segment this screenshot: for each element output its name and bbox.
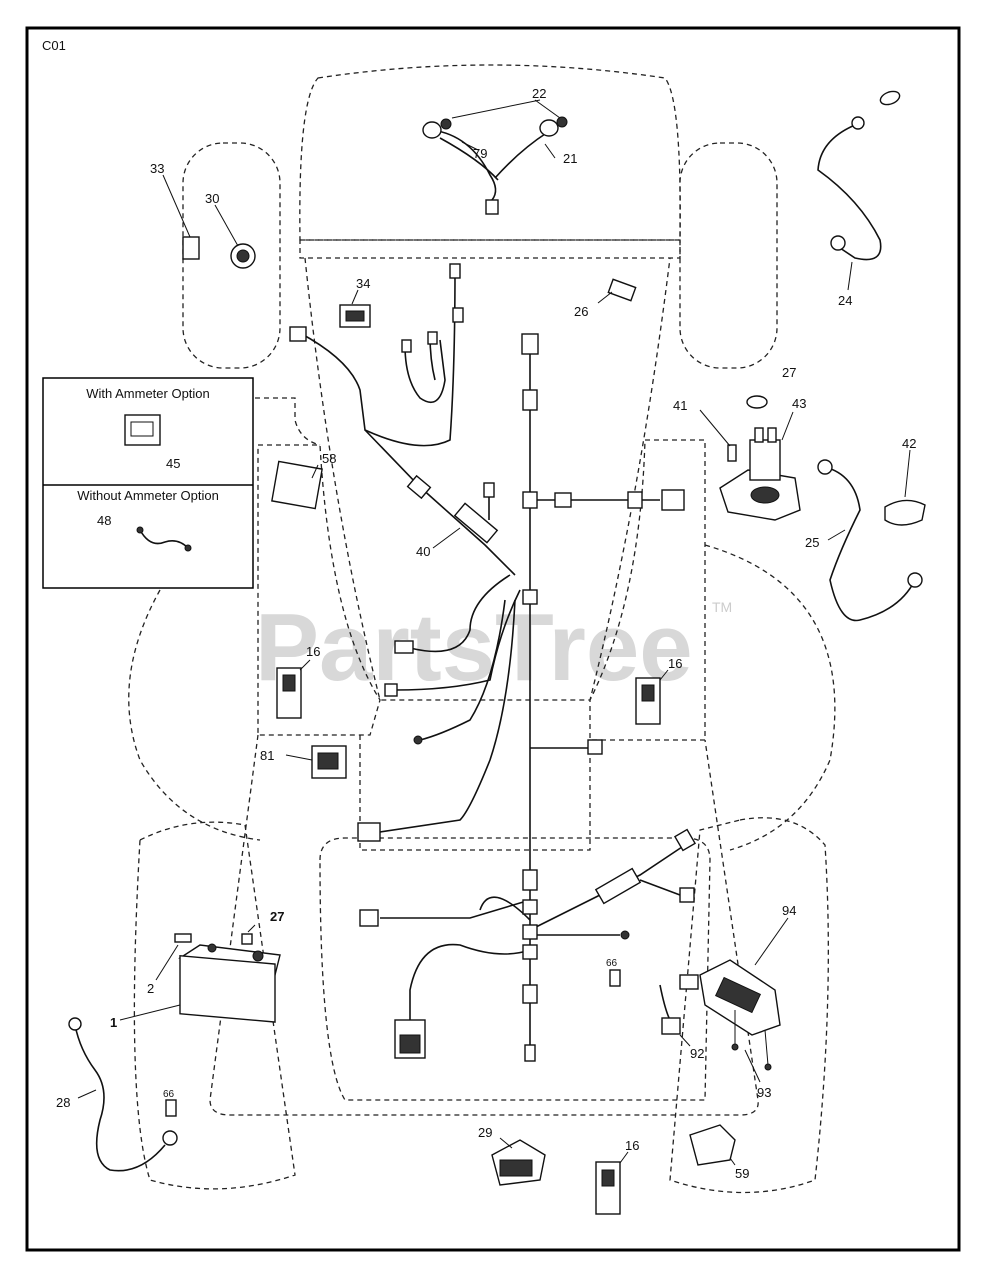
nut-icon [746, 395, 768, 409]
connector-icon [449, 263, 461, 279]
ammeter-icon [124, 414, 161, 446]
callout-29: 29 [478, 1125, 492, 1140]
callout-43: 43 [792, 396, 806, 411]
callout-26: 26 [574, 304, 588, 319]
safety-switches [276, 659, 669, 1215]
page-frame [25, 26, 961, 1252]
switch-16-left-icon [276, 667, 302, 719]
misc-parts [491, 1124, 736, 1186]
connector-92-icon [661, 1017, 681, 1035]
callout-40: 40 [416, 544, 430, 559]
headlight-harness [422, 99, 568, 215]
callout-28: 28 [56, 1095, 70, 1110]
callout-30: 30 [205, 191, 219, 206]
callout-1: 1 [110, 1015, 117, 1030]
callout-58: 58 [322, 451, 336, 466]
callout-92: 92 [690, 1046, 704, 1061]
bolt-icon [727, 444, 737, 462]
switch-parts [271, 278, 637, 510]
harness-connector-seat-icon [357, 822, 381, 842]
relay [285, 745, 347, 779]
callout-27-battery: 27 [270, 909, 284, 924]
with-ammeter-title: With Ammeter Option [86, 386, 210, 401]
callout-16-left: 16 [306, 644, 320, 659]
headlight-connector-icon [485, 199, 499, 215]
callout-25: 25 [805, 535, 819, 550]
callout-48: 48 [97, 513, 111, 528]
without-ammeter-title: Without Ammeter Option [77, 488, 219, 503]
callout-45: 45 [166, 456, 180, 471]
callout-22: 22 [532, 86, 546, 101]
cable-ring-terminal-icon [830, 235, 846, 251]
callout-93: 93 [757, 1085, 771, 1100]
callout-42: 42 [902, 436, 916, 451]
solenoid-cable-icon [824, 466, 916, 622]
bolt-66-left-icon [165, 1099, 177, 1117]
callout-81: 81 [260, 748, 274, 763]
battery-cable-negative-icon [74, 1024, 166, 1172]
battery-assembly [68, 924, 621, 1172]
seat-switch-connector-icon [289, 326, 307, 342]
callout-34: 34 [356, 276, 370, 291]
callout-21: 21 [563, 151, 577, 166]
callout-16-right: 16 [668, 656, 682, 671]
battery-bolt-icon [174, 933, 192, 943]
callout-59: 59 [735, 1166, 749, 1181]
part-59-icon [689, 1124, 736, 1166]
callout-24: 24 [838, 293, 852, 308]
harness-plug-right-icon [661, 489, 685, 511]
headlight-bulb-right-icon [539, 119, 559, 137]
callout-94: 94 [782, 903, 796, 918]
callout-16-bottom: 16 [625, 1138, 639, 1153]
key-clip-icon [182, 236, 200, 260]
fuse-icon [607, 278, 637, 302]
module-58-icon [271, 460, 323, 510]
callout-66-right: 66 [606, 958, 618, 969]
battery-nut-icon [241, 933, 253, 945]
tractor-outline [128, 64, 836, 1194]
jumper-wire-icon [139, 529, 189, 549]
ammeter-inset: With Ammeter Option Without Ammeter Opti… [42, 377, 254, 589]
bolt-66-right-icon [609, 969, 621, 987]
callout-66-left: 66 [163, 1089, 175, 1100]
main-wiring-harness [289, 263, 697, 1062]
battery-icon [179, 954, 276, 1023]
callout-27-top: 27 [782, 365, 796, 380]
harness-connector-top-icon [521, 333, 539, 355]
inset-box [42, 377, 254, 589]
callout-41: 41 [673, 398, 687, 413]
callout-2: 2 [147, 981, 154, 996]
solenoid-icon [749, 439, 781, 481]
callout-79: 79 [473, 146, 487, 161]
headlight-bulb-left-icon [422, 121, 442, 139]
terminal-boot-icon [884, 499, 926, 526]
ignition-switch [162, 174, 256, 269]
cable-boot-icon [879, 90, 901, 106]
page-code: C01 [42, 38, 66, 53]
callout-33: 33 [150, 161, 164, 176]
battery-cable-positive [817, 90, 901, 291]
watermark-mark: TM [712, 599, 732, 615]
starter-solenoid [699, 395, 926, 622]
electronic-module [659, 917, 789, 1083]
